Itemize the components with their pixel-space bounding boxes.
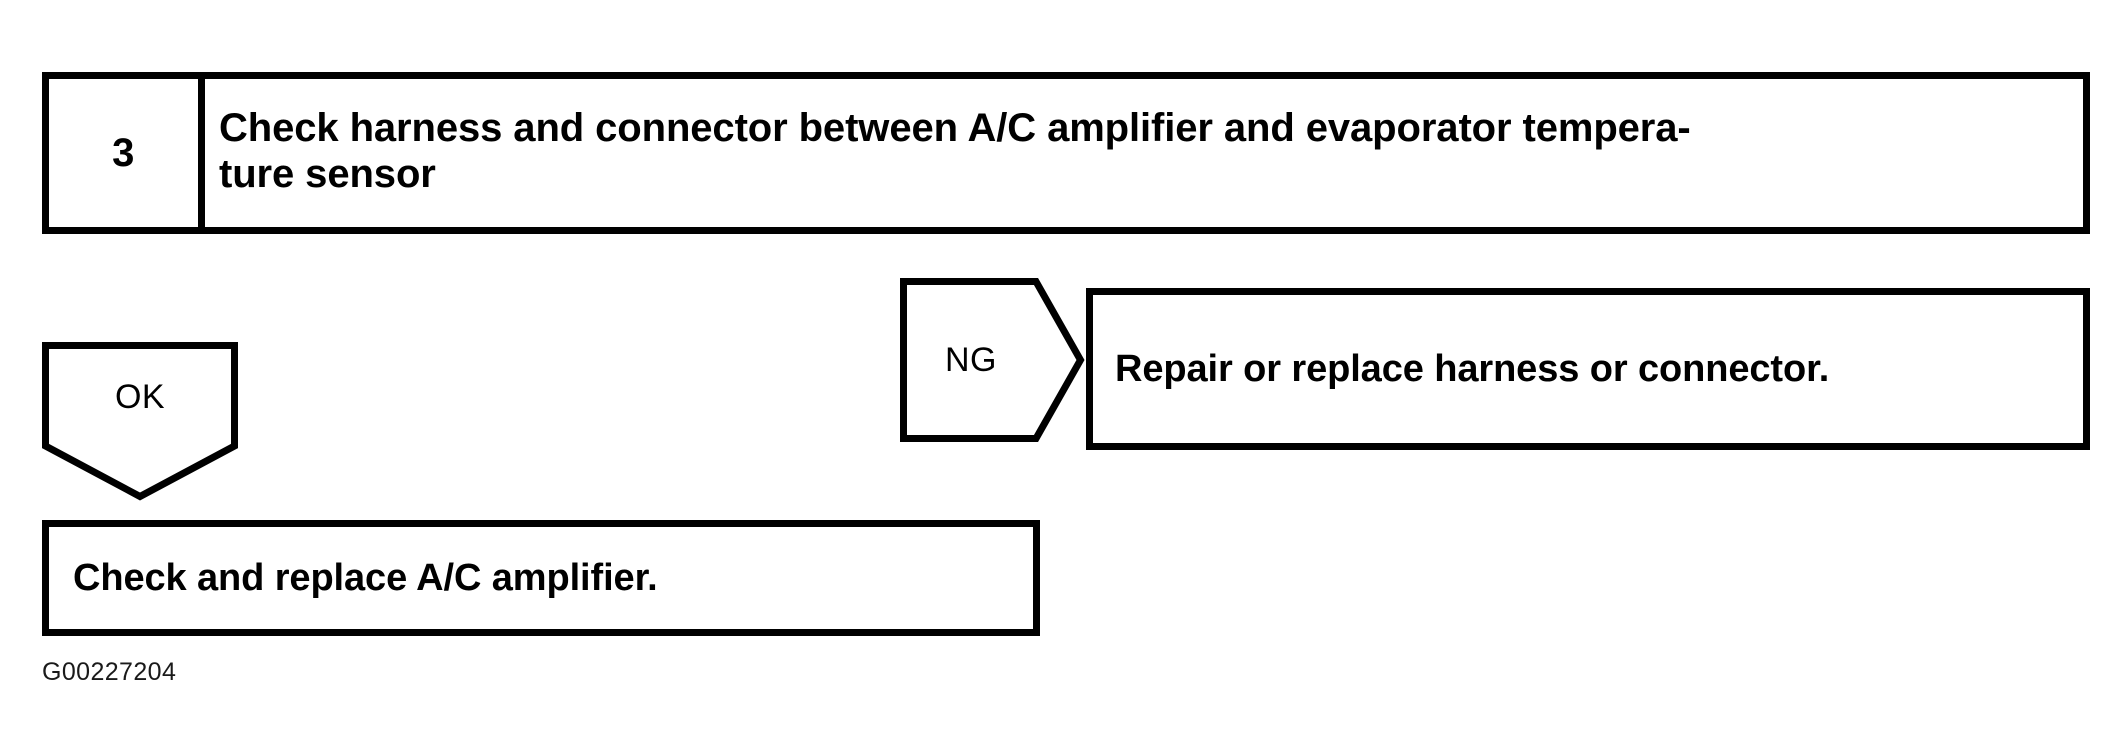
step-number: 3 (112, 131, 135, 175)
ng-branch-label: NG (945, 340, 997, 379)
figure-caption: G00227204 (42, 658, 177, 686)
step-instruction-text: Check harness and connector between A/C … (219, 106, 1691, 196)
ng-result-text: Repair or replace harness or connector. (1115, 347, 1830, 390)
step-instruction-cell: Check harness and connector between A/C … (205, 79, 2083, 227)
ok-result-text: Check and replace A/C amplifier. (73, 556, 658, 599)
ng-branch-arrow: NG (900, 278, 1085, 442)
ok-branch-label: OK (114, 377, 166, 416)
step-number-cell: 3 (49, 79, 205, 227)
ng-result-box: Repair or replace harness or connector. (1086, 288, 2090, 450)
step-box: 3 Check harness and connector between A/… (42, 72, 2090, 234)
down-arrow-shape-icon (42, 342, 238, 501)
ok-branch-arrow: OK (42, 342, 238, 501)
ok-result-box: Check and replace A/C amplifier. (42, 520, 1040, 636)
right-arrow-shape-icon (900, 278, 1085, 442)
